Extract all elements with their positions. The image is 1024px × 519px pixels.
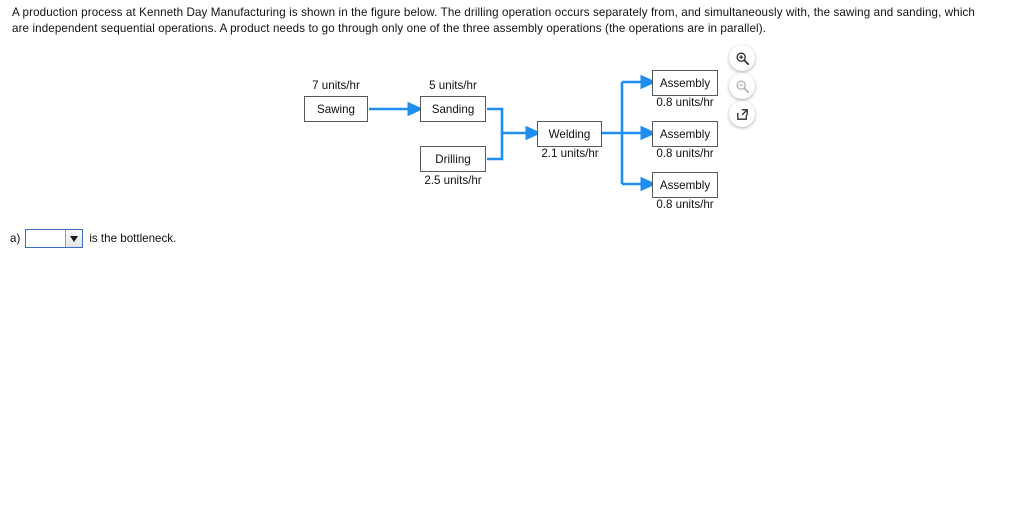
question-prompt: A production process at Kenneth Day Manu… xyxy=(12,6,975,35)
node-label: Assembly xyxy=(659,76,711,90)
process-node-assembly-3: Assembly xyxy=(652,172,718,198)
zoom-in-button[interactable] xyxy=(729,45,755,71)
process-node-assembly-2: Assembly xyxy=(652,121,718,147)
process-node-assembly-1: Assembly xyxy=(652,70,718,96)
rate-label-sawing: 7 units/hr xyxy=(312,79,360,92)
rate-label-drilling: 2.5 units/hr xyxy=(424,174,482,187)
zoom-out-button[interactable] xyxy=(729,73,755,99)
open-in-new-window-button[interactable] xyxy=(729,101,755,127)
process-node-drilling: Drilling xyxy=(420,146,486,172)
process-node-sanding: Sanding xyxy=(420,96,486,122)
process-flow-diagram: Sawing 7 units/hr Sanding 5 units/hr Dri… xyxy=(0,0,1024,230)
rate-label-sanding: 5 units/hr xyxy=(429,79,477,92)
process-node-welding: Welding xyxy=(537,121,602,147)
answer-suffix-text: is the bottleneck. xyxy=(89,232,177,245)
node-label: Drilling xyxy=(435,152,471,166)
process-node-sawing: Sawing xyxy=(304,96,368,122)
bottleneck-dropdown-value[interactable] xyxy=(26,230,65,247)
diagram-connectors xyxy=(369,74,657,192)
node-label: Assembly xyxy=(659,127,711,141)
zoom-out-icon xyxy=(735,79,750,94)
rate-label-assembly-2: 0.8 units/hr xyxy=(656,147,714,160)
rate-label-assembly-1: 0.8 units/hr xyxy=(656,96,714,109)
answer-part-label: a) xyxy=(10,232,21,245)
node-label: Sanding xyxy=(431,102,475,116)
node-label: Sawing xyxy=(316,102,356,116)
rate-label-welding: 2.1 units/hr xyxy=(541,147,599,160)
chevron-down-icon[interactable] xyxy=(65,230,83,247)
bottleneck-dropdown[interactable] xyxy=(25,229,84,248)
figure-toolbar xyxy=(729,45,757,129)
answer-row-a: a) is the bottleneck. xyxy=(10,229,176,248)
rate-label-assembly-3: 0.8 units/hr xyxy=(656,198,714,211)
node-label: Assembly xyxy=(659,178,711,192)
node-label: Welding xyxy=(548,127,591,141)
zoom-in-icon xyxy=(735,51,750,66)
open-in-new-window-icon xyxy=(735,107,750,122)
